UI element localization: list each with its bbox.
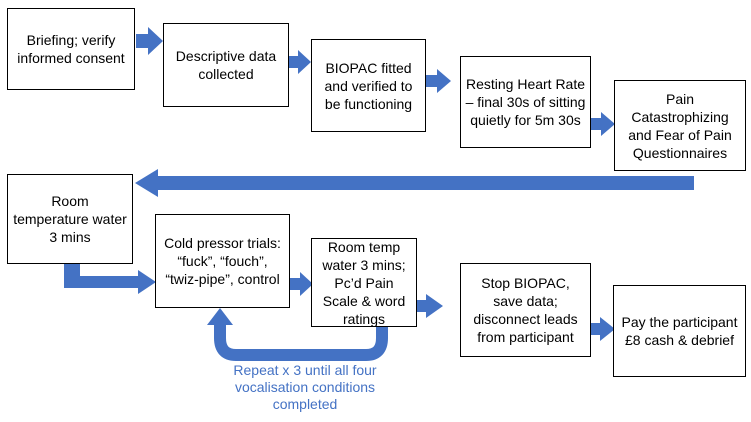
loop-back-arrow-shaft (214, 324, 388, 361)
step-room-temperature-water-text: Room temperature water 3 mins (13, 193, 127, 245)
step-biopac-fitted: BIOPAC fitted and verified to be functio… (311, 39, 426, 132)
step-biopac-fitted-text: BIOPAC fitted and verified to be functio… (324, 59, 413, 112)
loop-back-arrow-head (207, 308, 233, 325)
arrow-resting-to-questionnaires (591, 112, 615, 136)
step-pay-participant: Pay the participant £8 cash & debrief (613, 285, 746, 377)
step-questionnaires-text: Pain Catastrophizing and Fear of Pain Qu… (628, 90, 732, 161)
arrow-descriptive-to-biopac (289, 50, 311, 74)
step-resting-heart-rate: Resting Heart Rate – final 30s of sittin… (460, 56, 591, 148)
arrow-questionnaires-to-room-temp (135, 169, 694, 197)
arrow-briefing-to-descriptive (136, 27, 163, 55)
arrow-room-temp-to-cold-pressor (64, 264, 156, 294)
step-stop-biopac-text: Stop BIOPAC, save data; disconnect leads… (473, 275, 578, 345)
loop-caption: Repeat x 3 until all four vocalisation c… (233, 362, 377, 412)
arrow-room-temp-2-to-stop-biopac (417, 294, 443, 318)
step-pay-participant-text: Pay the participant £8 cash & debrief (621, 314, 738, 348)
step-cold-pressor-trials: Cold pressor trials: “fuck”, “fouch”, “t… (155, 214, 290, 308)
step-briefing-text: Briefing; verify informed consent (17, 32, 125, 66)
step-descriptive-data-text: Descriptive data collected (175, 48, 277, 82)
step-room-temp-ratings: Room temp water 3 mins; Pc’d Pain Scale … (311, 238, 417, 327)
step-cold-pressor-trials-text: Cold pressor trials: “fuck”, “fouch”, “t… (164, 235, 281, 287)
step-resting-heart-rate-text: Resting Heart Rate – final 30s of sittin… (465, 76, 586, 128)
arrow-cold-pressor-to-room-temp-2 (290, 272, 313, 296)
step-room-temp-ratings-text: Room temp water 3 mins; Pc’d Pain Scale … (322, 238, 406, 327)
arrow-biopac-to-resting (426, 69, 451, 93)
arrow-stop-biopac-to-pay (591, 317, 615, 341)
step-room-temperature-water: Room temperature water 3 mins (7, 174, 133, 264)
step-briefing: Briefing; verify informed consent (7, 8, 135, 90)
step-stop-biopac: Stop BIOPAC, save data; disconnect leads… (460, 263, 591, 357)
step-questionnaires: Pain Catastrophizing and Fear of Pain Qu… (614, 80, 746, 171)
step-descriptive-data: Descriptive data collected (163, 23, 289, 107)
